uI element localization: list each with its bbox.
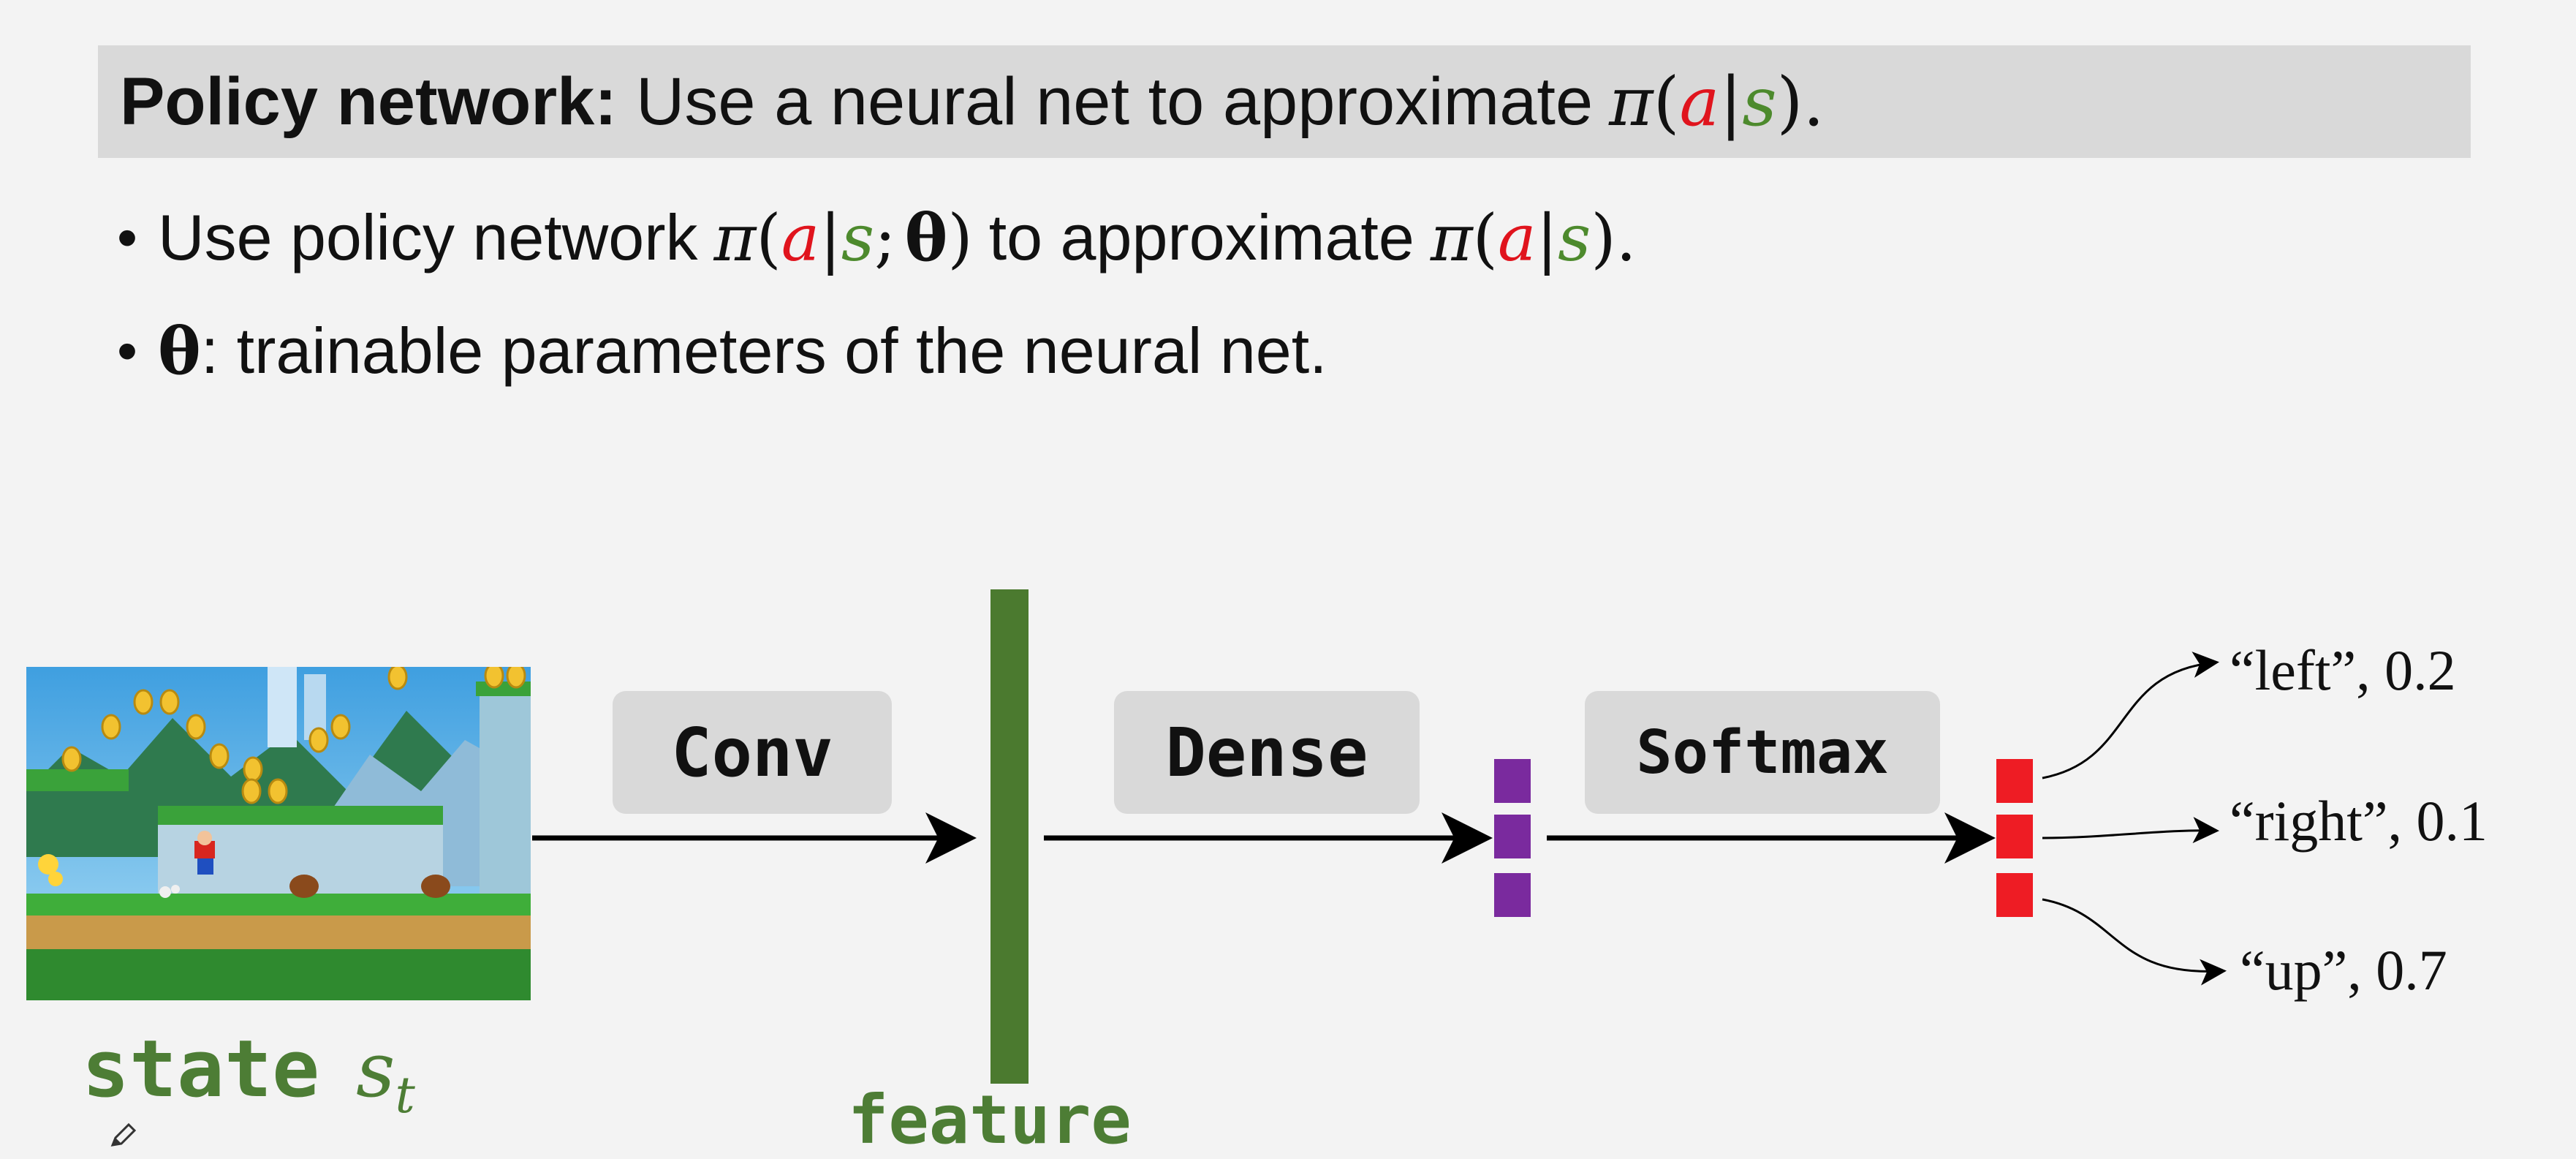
bullet-1-a2: a xyxy=(1498,200,1537,276)
bullet-1-pre: Use policy network xyxy=(158,201,698,273)
title-pi: π xyxy=(1609,62,1653,141)
bullet-1-lparen2: ( xyxy=(1472,200,1499,276)
output-unit xyxy=(1996,759,2033,803)
bullet-1-a: a xyxy=(781,200,820,276)
hidden-unit xyxy=(1494,873,1531,917)
game-screenshot-image xyxy=(26,667,531,1000)
bullet-1-theta: θ xyxy=(904,200,948,276)
slide-title: Policy network: Use a neural net to appr… xyxy=(98,45,2471,158)
title-bar-sym: | xyxy=(1719,62,1743,141)
feature-vector-bar xyxy=(990,589,1028,1084)
bullet-dot: • xyxy=(117,205,138,270)
bullet-dot: • xyxy=(117,318,138,383)
bullet-1-bar2: | xyxy=(1536,200,1558,276)
bullet-1-pi: π xyxy=(713,200,757,276)
output-up: “up”, 0.7 xyxy=(2240,938,2447,1002)
state-label: state st xyxy=(82,1024,415,1125)
bullet-2: • θ : trainable parameters of the neural… xyxy=(117,311,1327,391)
feature-label: feature xyxy=(848,1081,1132,1159)
arrow-to-right xyxy=(2042,817,2219,844)
output-unit xyxy=(1996,873,2033,917)
bullet-1-s: s xyxy=(841,200,875,276)
bullet-2-theta: θ xyxy=(158,313,201,389)
pencil-cursor-icon xyxy=(110,1122,137,1147)
bullet-1-rparen2: ). xyxy=(1591,200,1637,276)
state-word: state xyxy=(82,1024,320,1115)
bullet-1-s2: s xyxy=(1558,200,1591,276)
title-text: Use a neural net to approximate xyxy=(635,64,1594,139)
arrow-to-up xyxy=(2042,898,2227,986)
state-var-subscript: t xyxy=(395,1066,415,1125)
dense-layer-box: Dense xyxy=(1114,691,1420,814)
bullet-1-mid: to approximate xyxy=(988,201,1414,273)
title-lparen: ( xyxy=(1653,62,1680,141)
state-variable: st xyxy=(356,1025,415,1125)
title-a: a xyxy=(1679,62,1720,141)
bullet-1-rparen: ) xyxy=(947,200,973,276)
bullet-1-semi: ; xyxy=(874,200,896,276)
output-left: “left”, 0.2 xyxy=(2230,638,2456,702)
title-s: s xyxy=(1742,62,1777,141)
bullet-2-text: : trainable parameters of the neural net… xyxy=(200,314,1327,387)
bullet-1-lparen: ( xyxy=(756,200,781,276)
softmax-layer-box: Softmax xyxy=(1585,691,1940,814)
bullet-1-pi2: π xyxy=(1430,200,1473,276)
output-unit xyxy=(1996,815,2033,858)
hidden-unit xyxy=(1494,759,1531,803)
title-rparen: ). xyxy=(1776,62,1825,141)
state-var-letter: s xyxy=(356,1025,395,1114)
bullet-1-bar: | xyxy=(819,200,841,276)
hidden-unit xyxy=(1494,815,1531,858)
output-right: “right”, 0.1 xyxy=(2230,789,2488,853)
arrow-to-left xyxy=(2042,652,2219,779)
title-bold: Policy network: xyxy=(120,64,617,139)
bullet-1: • Use policy network π ( a | s ; θ ) to … xyxy=(117,197,1637,278)
conv-layer-box: Conv xyxy=(613,691,892,814)
